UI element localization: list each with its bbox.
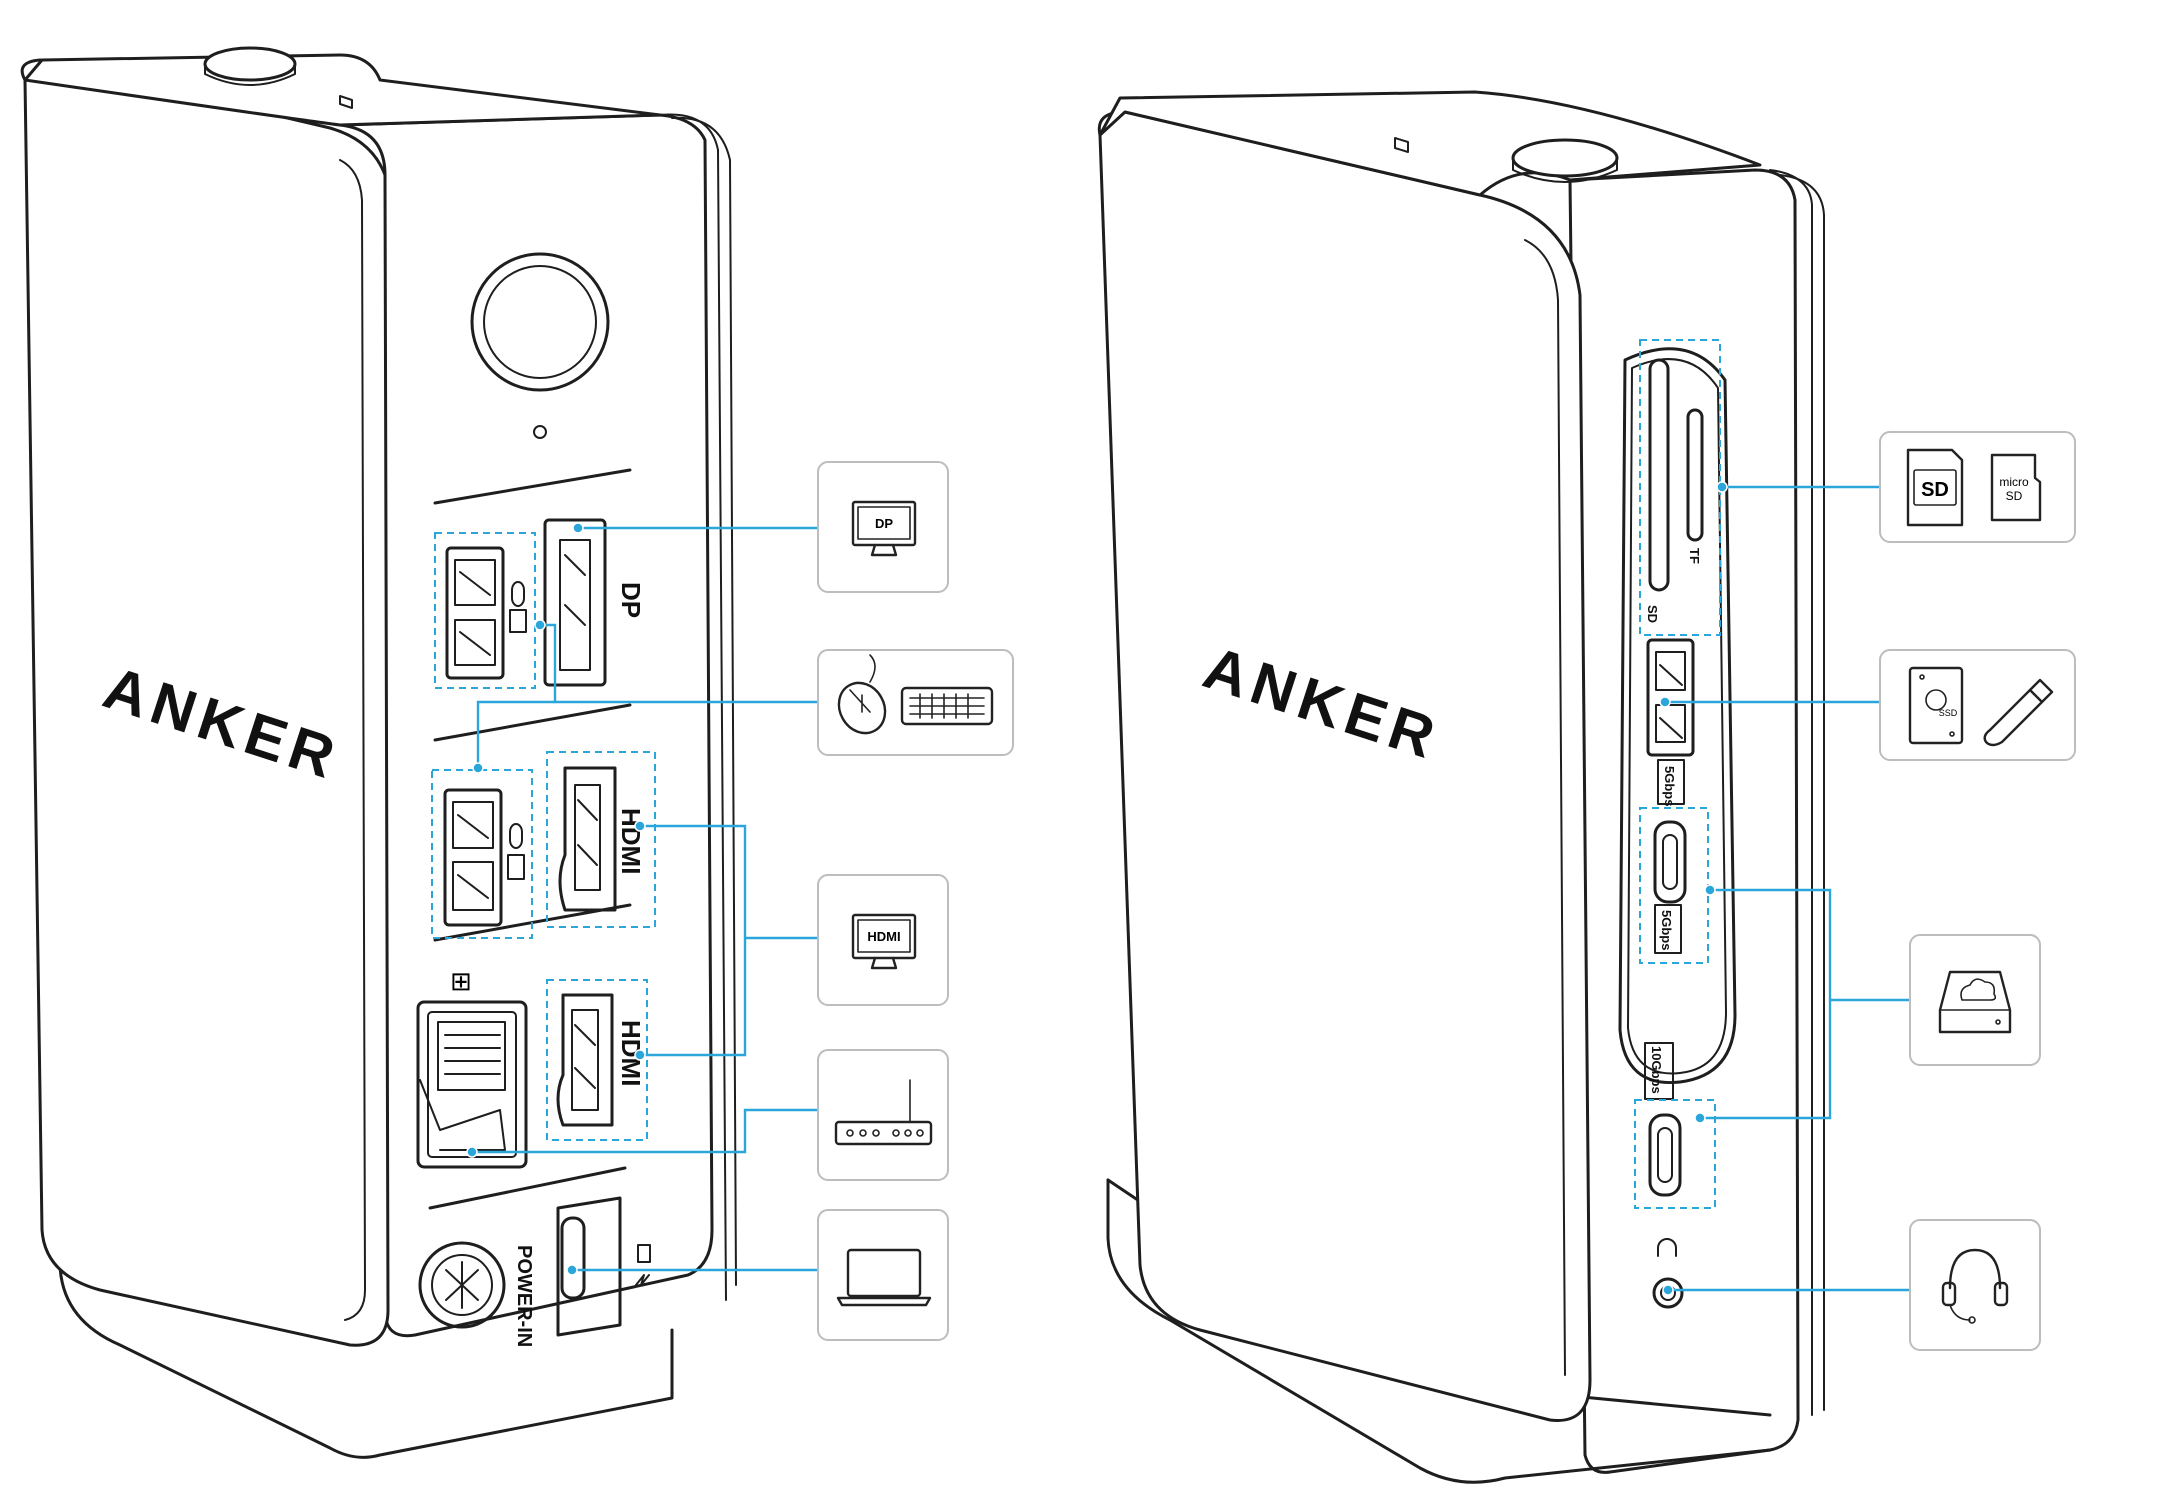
sd-slot-label: SD	[1645, 605, 1660, 623]
hdmi-2-highlight	[546, 979, 648, 1141]
sd-card-slot[interactable]	[1648, 358, 1670, 592]
cloud-drive-callout	[1909, 934, 2041, 1066]
svg-text:micro: micro	[1999, 475, 2029, 489]
hard-drive-icon: SSD	[1908, 666, 1964, 745]
mouse-icon	[837, 654, 887, 735]
usb-c-upstream-port[interactable]	[560, 1216, 586, 1300]
dp-monitor-label: DP	[875, 516, 893, 531]
sd-card-icon: SD	[1906, 448, 1964, 527]
microsd-card-slot[interactable]	[1686, 408, 1704, 542]
mouse-keyboard-callout	[817, 649, 1014, 756]
microsd-card-icon: micro SD	[1990, 453, 2042, 522]
headphone-symbol-icon	[1657, 1238, 1677, 1257]
left-dock-view: ANKER DP HDMI ⊞	[20, 46, 737, 1459]
laptop-icon	[836, 1248, 932, 1307]
usb-c-5gbps-speed-label: 5Gbps	[1659, 910, 1674, 950]
monitor-icon	[851, 500, 917, 557]
usb-a-port-1[interactable]	[445, 546, 505, 680]
status-led	[533, 425, 547, 439]
ethernet-icon: ⊞	[450, 966, 472, 996]
usb-c-10gbps-highlight	[1634, 1099, 1716, 1209]
connector-lines	[466, 481, 1910, 1296]
hdmi-1-highlight	[546, 751, 656, 928]
ethernet-port[interactable]	[416, 1000, 528, 1169]
power-in-label: POWER-IN	[513, 1245, 535, 1347]
headset-icon	[1941, 1248, 2009, 1324]
dp-port-label: DP	[616, 582, 646, 618]
svg-text:SD: SD	[1921, 479, 1949, 501]
dp-monitor-callout: DP	[817, 461, 949, 593]
monitor-icon	[851, 913, 917, 970]
hdmi-monitor-label: HDMI	[867, 929, 900, 944]
hdmi-port-2[interactable]	[556, 993, 614, 1127]
laptop-callout	[817, 1209, 949, 1341]
power-in-port[interactable]	[418, 1241, 506, 1329]
usb-a-port-2[interactable]	[443, 788, 503, 927]
router-icon	[834, 1079, 933, 1146]
usb-a-speed-label: 5Gbps	[1662, 766, 1677, 806]
usb-flash-drive-icon	[1983, 678, 2054, 747]
audio-jack[interactable]	[1652, 1277, 1684, 1309]
power-button[interactable]	[470, 252, 610, 392]
hdmi-port-1[interactable]	[558, 766, 617, 912]
usb-a-group-1-highlight	[434, 532, 536, 689]
headset-callout	[1909, 1219, 2041, 1351]
tf-slot-label: TF	[1687, 548, 1702, 564]
hdmi-monitor-callout: HDMI	[817, 874, 949, 1006]
svg-text:SD: SD	[2006, 489, 2023, 503]
right-dock-view: ANKER SD TF 5Gbps 5Gbps 10Gbps	[1097, 90, 1825, 1484]
usb-c-5gbps-port[interactable]	[1653, 820, 1687, 904]
card-callout: SD micro SD	[1879, 431, 2076, 543]
svg-text:SSD: SSD	[1939, 708, 1958, 718]
hdmi-1-label: HDMI	[616, 808, 646, 874]
router-callout	[817, 1049, 949, 1181]
cloud-drive-icon	[1938, 970, 2012, 1034]
storage-callout: SSD	[1879, 649, 2076, 761]
card-reader-highlight	[1639, 339, 1721, 636]
usb-c-10gbps-speed-label: 10Gbps	[1649, 1046, 1664, 1094]
keyboard-icon	[900, 686, 994, 726]
usb-a-5gbps-port[interactable]	[1646, 638, 1695, 757]
dp-port[interactable]	[543, 518, 607, 687]
usb-c-10gbps-port[interactable]	[1648, 1113, 1682, 1197]
